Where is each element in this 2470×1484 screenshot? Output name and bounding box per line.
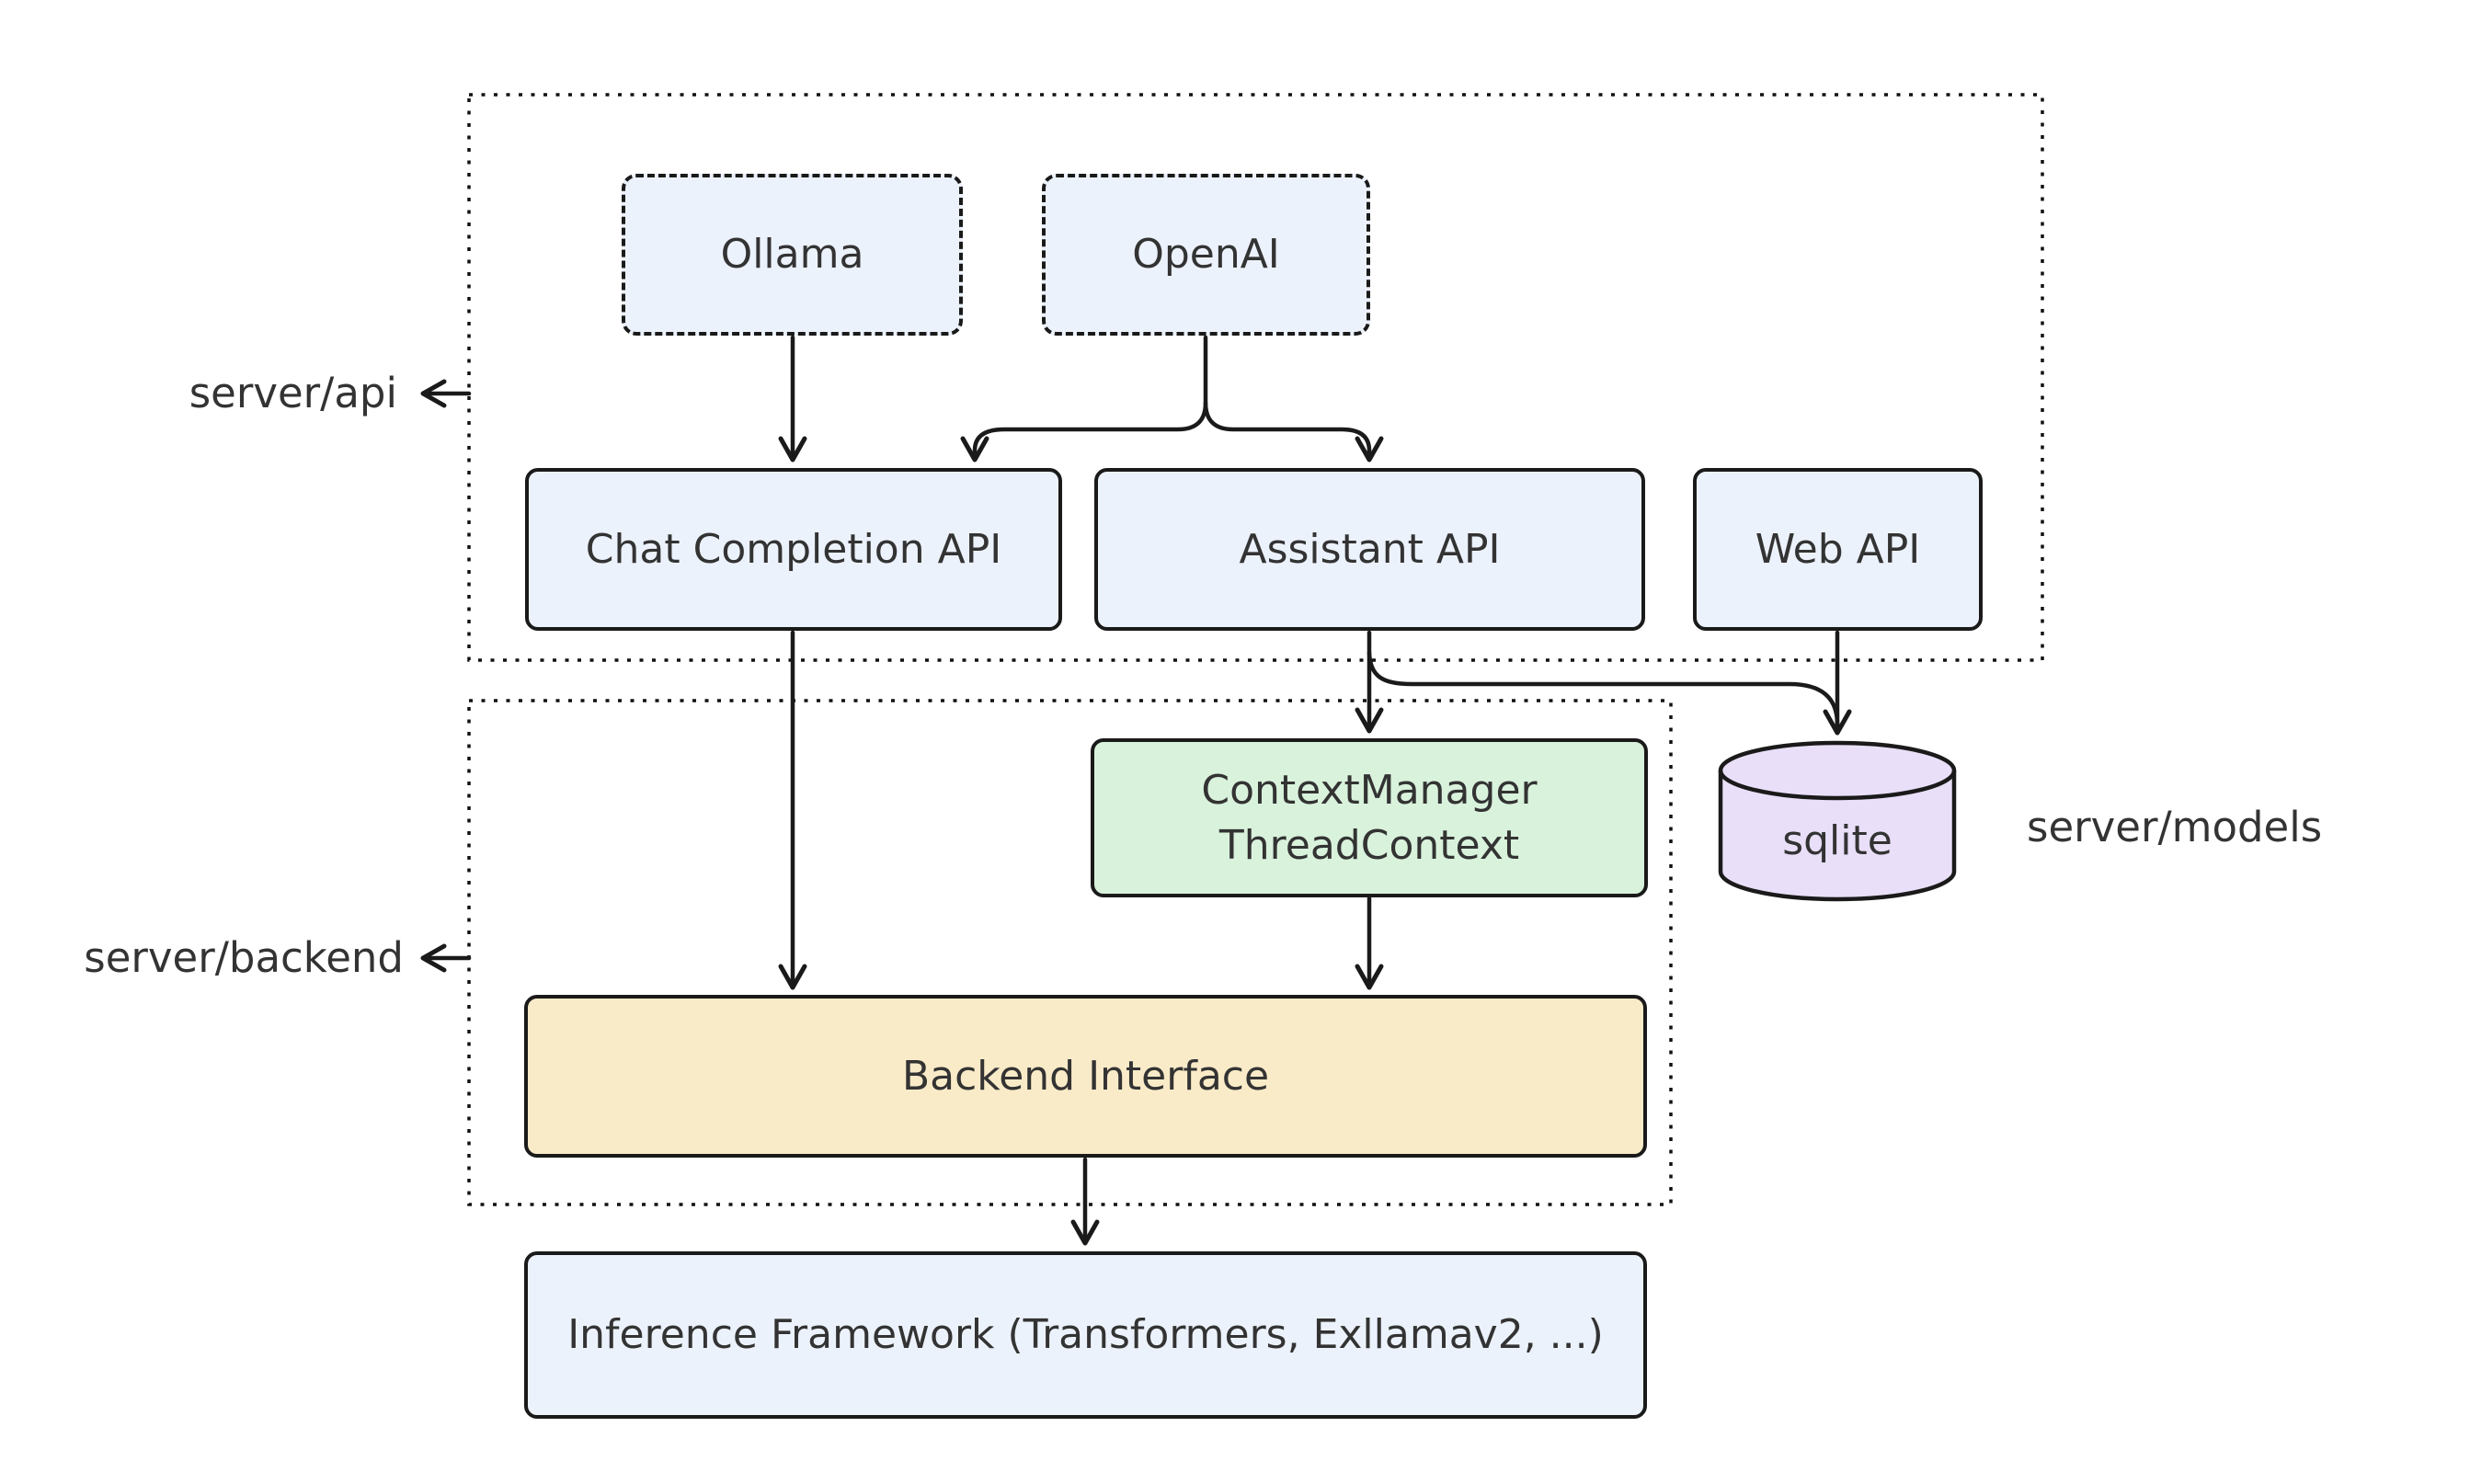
backend-container-border	[467, 699, 1673, 1206]
server-models-label: server/models	[2027, 803, 2323, 851]
sqlite-cylinder-top-arc	[1718, 770, 1957, 801]
node-backend-interface: Backend Interface	[524, 995, 1647, 1158]
edge-assistant-to-sqlite-branch	[1367, 650, 1840, 727]
node-openai-label: OpenAI	[1132, 231, 1280, 279]
node-web-api: Web API	[1693, 468, 1983, 631]
node-inference-framework: Inference Framework (Transformers, Exlla…	[524, 1251, 1647, 1419]
node-context-manager-label-line1: ContextManager	[1201, 767, 1538, 815]
node-web-api-label: Web API	[1755, 525, 1921, 573]
node-assistant-api: Assistant API	[1094, 468, 1645, 631]
sqlite-cylinder	[1718, 740, 1957, 902]
node-chat-completion-api: Chat Completion API	[525, 468, 1062, 631]
edge-openai-to-chat-completion	[960, 335, 1208, 462]
node-context-manager: ContextManager ThreadContext	[1091, 738, 1648, 897]
node-assistant-api-label: Assistant API	[1239, 525, 1501, 573]
node-context-manager-label-line2: ThreadContext	[1218, 821, 1520, 869]
server-api-label: server/api	[189, 369, 397, 417]
server-backend-label: server/backend	[84, 933, 404, 982]
edge-openai-to-assistant	[1203, 400, 1384, 462]
node-ollama-label: Ollama	[720, 231, 864, 279]
node-inference-framework-label: Inference Framework (Transformers, Exlla…	[567, 1311, 1604, 1359]
node-openai: OpenAI	[1042, 174, 1370, 336]
node-sqlite-label: sqlite	[1782, 817, 1893, 864]
node-chat-completion-api-label: Chat Completion API	[585, 525, 1002, 573]
node-backend-interface-label: Backend Interface	[901, 1052, 1270, 1100]
node-ollama: Ollama	[622, 174, 963, 336]
